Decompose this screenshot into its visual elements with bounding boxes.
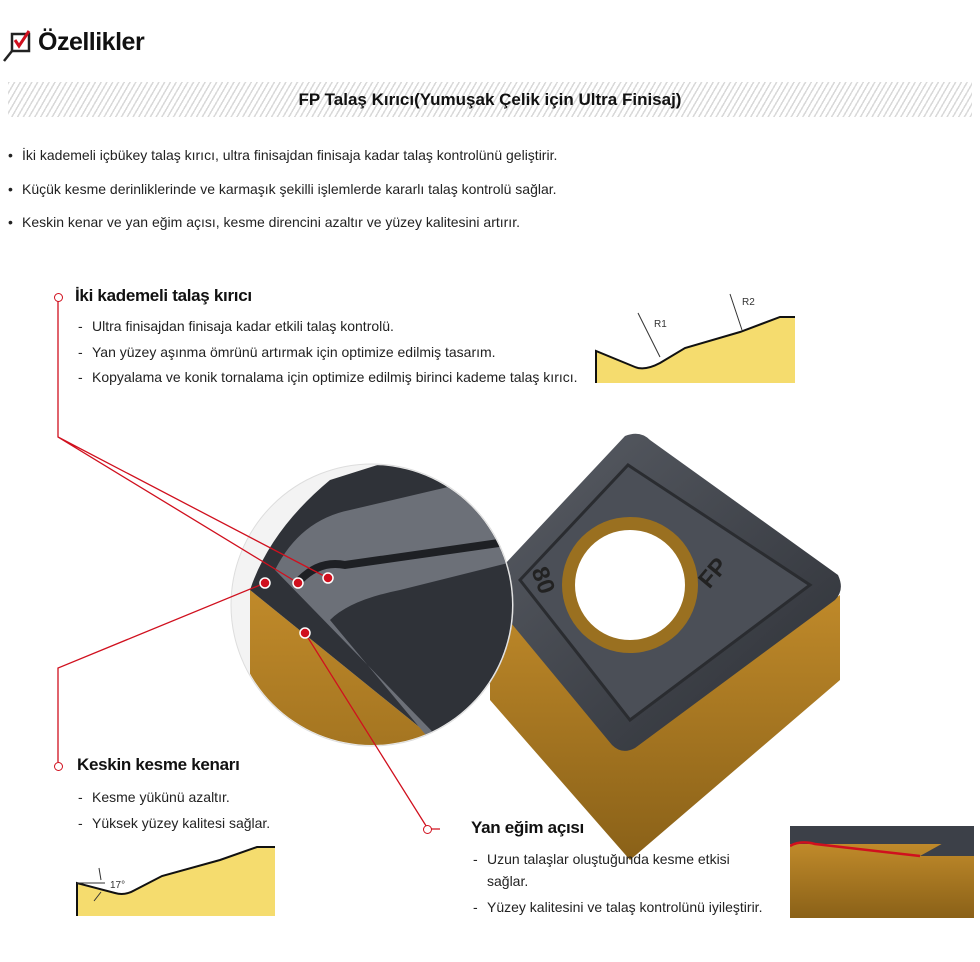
section-title-side-rake: Yan eğim açısı bbox=[471, 818, 584, 837]
rake-angle-profile-diagram: 17° bbox=[76, 846, 275, 916]
angle-label: 17° bbox=[110, 880, 125, 891]
two-stage-items: Ultra finisajdan finisaja kadar etkili t… bbox=[78, 313, 578, 389]
list-item: Yüksek yüzey kalitesi sağlar. bbox=[78, 810, 378, 836]
list-item: Ultra finisajdan finisaja kadar etkili t… bbox=[78, 313, 578, 339]
callout-dot bbox=[423, 825, 432, 834]
section-title-two-stage: İki kademeli talaş kırıcı bbox=[75, 286, 252, 305]
list-item: Yüzey kalitesini ve talaş kontrolünü iyi… bbox=[473, 896, 773, 918]
feature-item: İki kademeli içbükey talaş kırıcı, ultra… bbox=[8, 139, 557, 173]
sharp-edge-items: Kesme yükünü azaltır. Yüksek yüzey kalit… bbox=[78, 784, 378, 836]
r2-label: R2 bbox=[742, 297, 755, 308]
banner-title: FP Talaş Kırıcı(Yumuşak Çelik için Ultra… bbox=[298, 89, 682, 109]
list-item: Kopyalama ve konik tornalama için optimi… bbox=[78, 365, 578, 389]
section-title-sharp-edge: Keskin kesme kenarı bbox=[77, 755, 240, 774]
list-item: Kesme yükünü azaltır. bbox=[78, 784, 378, 810]
feature-item: Küçük kesme derinliklerinde ve karmaşık … bbox=[8, 173, 557, 207]
insert-body: 80 FP bbox=[487, 433, 841, 860]
r1-label: R1 bbox=[654, 319, 667, 330]
callout-marker bbox=[259, 577, 271, 589]
side-rake-items: Uzun talaşlar oluştuğunda kesme etkisi s… bbox=[473, 848, 773, 922]
callout-dot bbox=[54, 762, 63, 771]
feature-item: Keskin kenar ve yan eğim açısı, kesme di… bbox=[8, 206, 557, 240]
callout-marker bbox=[322, 572, 334, 584]
callout-marker bbox=[292, 577, 304, 589]
two-stage-profile-diagram: R1 R2 bbox=[595, 293, 795, 383]
checklist-icon bbox=[3, 30, 31, 62]
list-item: Yan yüzey aşınma ömrünü artırmak için op… bbox=[78, 339, 578, 365]
side-rake-photo bbox=[790, 826, 974, 918]
feature-list: İki kademeli içbükey talaş kırıcı, ultra… bbox=[8, 139, 557, 240]
page-title: Özellikler bbox=[38, 28, 145, 56]
magnifier-detail bbox=[230, 463, 514, 747]
section-banner: FP Talaş Kırıcı(Yumuşak Çelik için Ultra… bbox=[8, 82, 972, 117]
list-item: Uzun talaşlar oluştuğunda kesme etkisi s… bbox=[473, 848, 773, 892]
callout-dot bbox=[54, 293, 63, 302]
callout-marker bbox=[299, 627, 311, 639]
